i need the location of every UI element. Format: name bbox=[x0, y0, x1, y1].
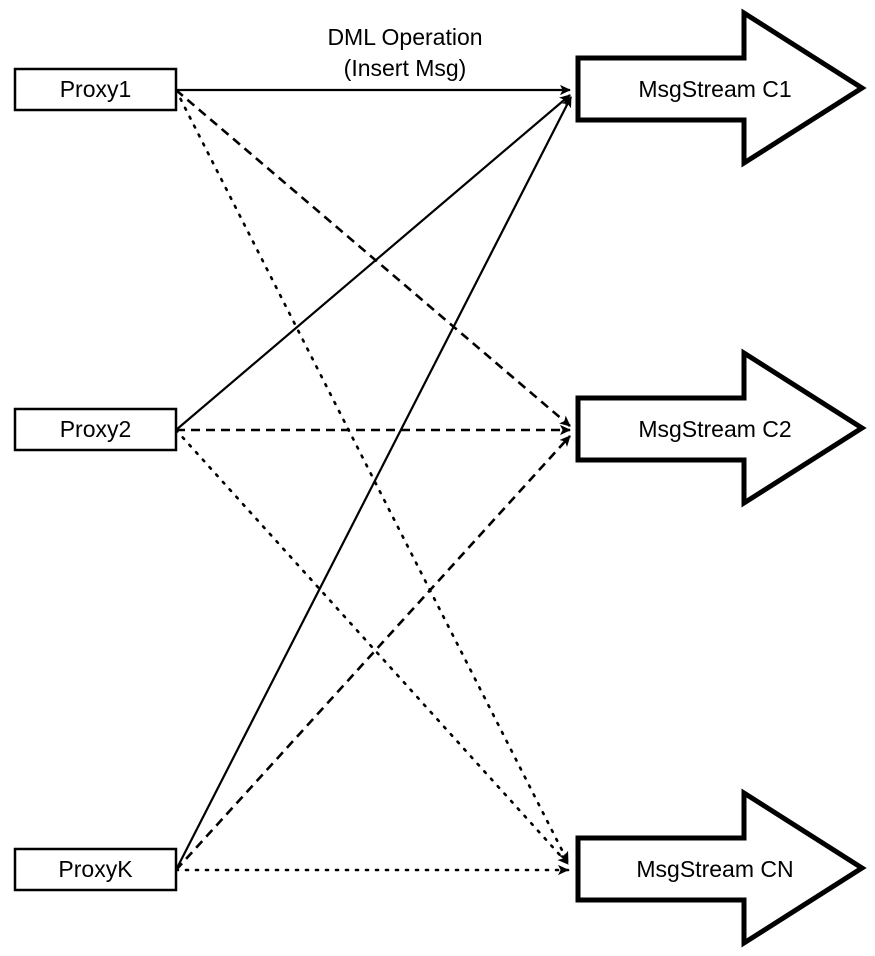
msgstream-cn-label: MsgStream CN bbox=[636, 856, 793, 882]
proxyk-label: ProxyK bbox=[58, 856, 133, 882]
msgstream-c1-arrow-shape[interactable] bbox=[575, 8, 867, 168]
proxy1-label: Proxy1 bbox=[60, 76, 132, 102]
proxy2-label: Proxy2 bbox=[60, 416, 132, 442]
proxy2-box[interactable] bbox=[13, 407, 178, 452]
edge-proxy2-to-msgstream-c1[interactable] bbox=[175, 94, 571, 431]
edge-caption-line1: DML Operation bbox=[327, 24, 482, 50]
msgstream-c2-arrow-shape[interactable] bbox=[575, 348, 867, 508]
msgstream-node-c1[interactable]: MsgStream C1 bbox=[575, 8, 867, 168]
edge-proxyk-to-msgstream-c2[interactable] bbox=[175, 435, 571, 871]
edge-group-proxy2 bbox=[174, 94, 571, 866]
msgstream-node-c2[interactable]: MsgStream C2 bbox=[575, 348, 867, 508]
proxy1-box[interactable] bbox=[13, 67, 178, 112]
msgstream-c2-label: MsgStream C2 bbox=[638, 416, 791, 442]
proxy-node-proxyk[interactable]: ProxyK bbox=[13, 847, 178, 892]
edge-proxy1-to-msgstream-c2[interactable] bbox=[175, 89, 571, 427]
edge-caption: DML Operation (Insert Msg) bbox=[327, 24, 482, 81]
edge-group-proxy1 bbox=[174, 84, 571, 864]
msgstream-cn-arrow-shape[interactable] bbox=[575, 788, 867, 948]
edge-caption-line2: (Insert Msg) bbox=[344, 55, 467, 81]
proxyk-box[interactable] bbox=[13, 847, 178, 892]
edge-group-proxyk bbox=[174, 96, 572, 876]
proxy-node-proxy2[interactable]: Proxy2 bbox=[13, 407, 178, 452]
edge-proxy2-to-msgstream-cn[interactable] bbox=[174, 428, 570, 866]
edge-proxyk-to-msgstream-c1[interactable] bbox=[175, 96, 572, 871]
edge-proxy1-to-msgstream-cn[interactable] bbox=[174, 88, 570, 864]
proxy-node-proxy1[interactable]: Proxy1 bbox=[13, 67, 178, 112]
msgstream-node-cn[interactable]: MsgStream CN bbox=[575, 788, 867, 948]
msgstream-c1-label: MsgStream C1 bbox=[638, 76, 791, 102]
